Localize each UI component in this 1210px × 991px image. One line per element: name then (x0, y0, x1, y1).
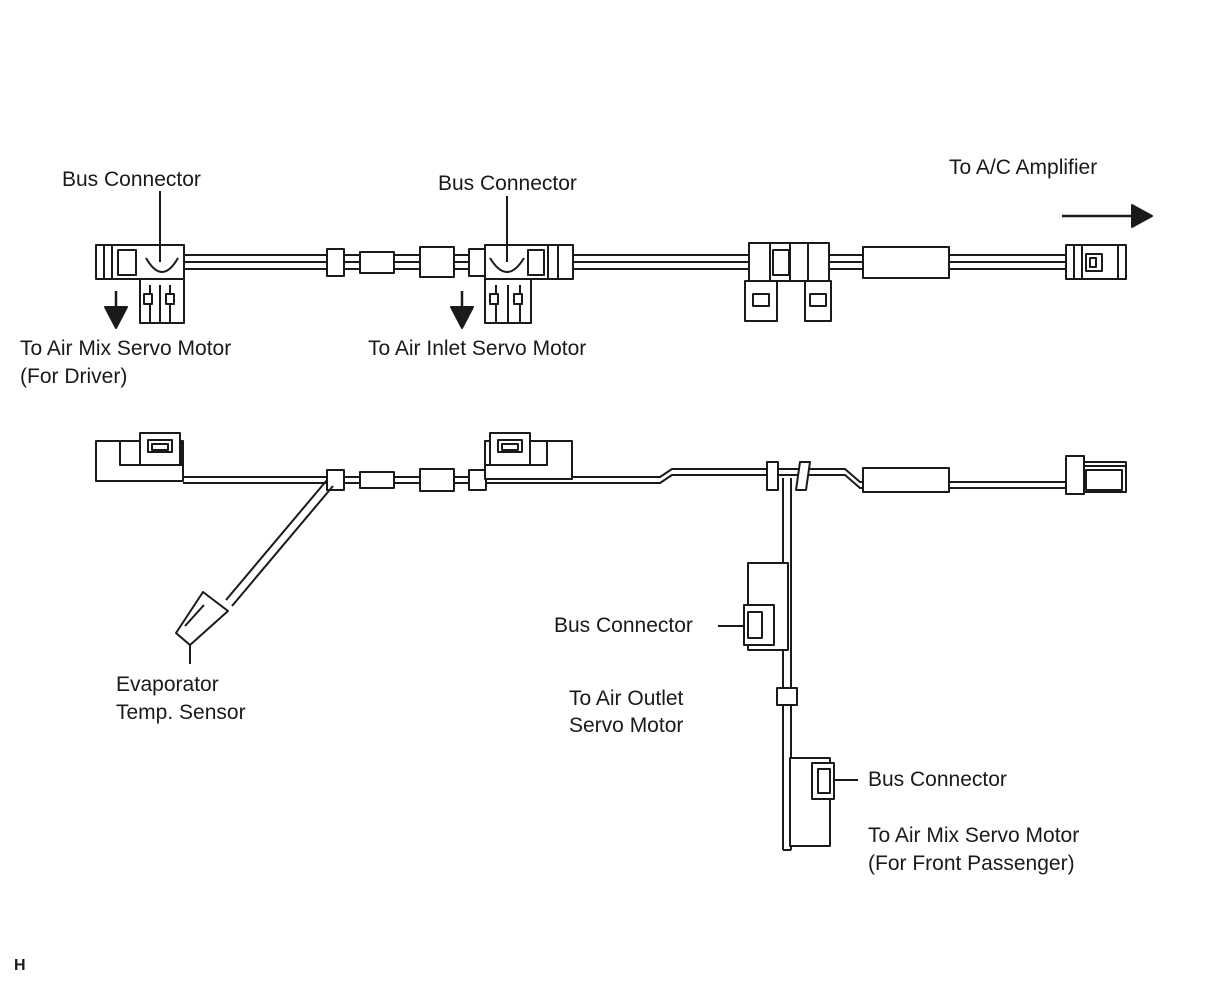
corner-code: H (14, 957, 26, 974)
bus-connector-inlet (484, 196, 574, 324)
evaporator-label-line2: Temp. Sensor (116, 701, 246, 724)
bus-connector-label-driver: Bus Connector (62, 168, 201, 191)
bus-connector-driver (95, 191, 185, 324)
bus-connector-label-outlet: Bus Connector (554, 614, 693, 637)
evaporator-label-line1: Evaporator (116, 673, 219, 696)
air-outlet-label-line1: To Air Outlet (569, 687, 684, 710)
air-mix-driver-label-line2: (For Driver) (20, 365, 128, 388)
air-mix-passenger-label-line2: (For Front Passenger) (868, 852, 1075, 875)
end-connector (1065, 455, 1127, 495)
arrow-down-icon (450, 291, 474, 329)
lower-harness (95, 432, 1127, 851)
bus-connector-passenger (789, 757, 858, 847)
evaporator-sensor (175, 479, 334, 664)
ac-amplifier-connector (1065, 244, 1127, 280)
air-mix-passenger-label-line1: To Air Mix Servo Motor (868, 824, 1080, 847)
arrow-down-icon (104, 291, 128, 329)
bus-connector-label-inlet: Bus Connector (438, 172, 577, 195)
left-connector (95, 432, 184, 482)
to-ac-amplifier-label: To A/C Amplifier (949, 156, 1098, 179)
bus-connector-label-passenger: Bus Connector (868, 768, 1007, 791)
air-inlet-label: To Air Inlet Servo Motor (368, 337, 587, 360)
air-outlet-label-line2: Servo Motor (569, 714, 684, 737)
middle-connector (484, 432, 573, 480)
connector-block (744, 242, 832, 322)
arrow-right-icon (1062, 204, 1153, 228)
upper-harness (95, 191, 1153, 329)
air-mix-driver-label-line1: To Air Mix Servo Motor (20, 337, 232, 360)
bus-connector-outlet (718, 562, 789, 651)
